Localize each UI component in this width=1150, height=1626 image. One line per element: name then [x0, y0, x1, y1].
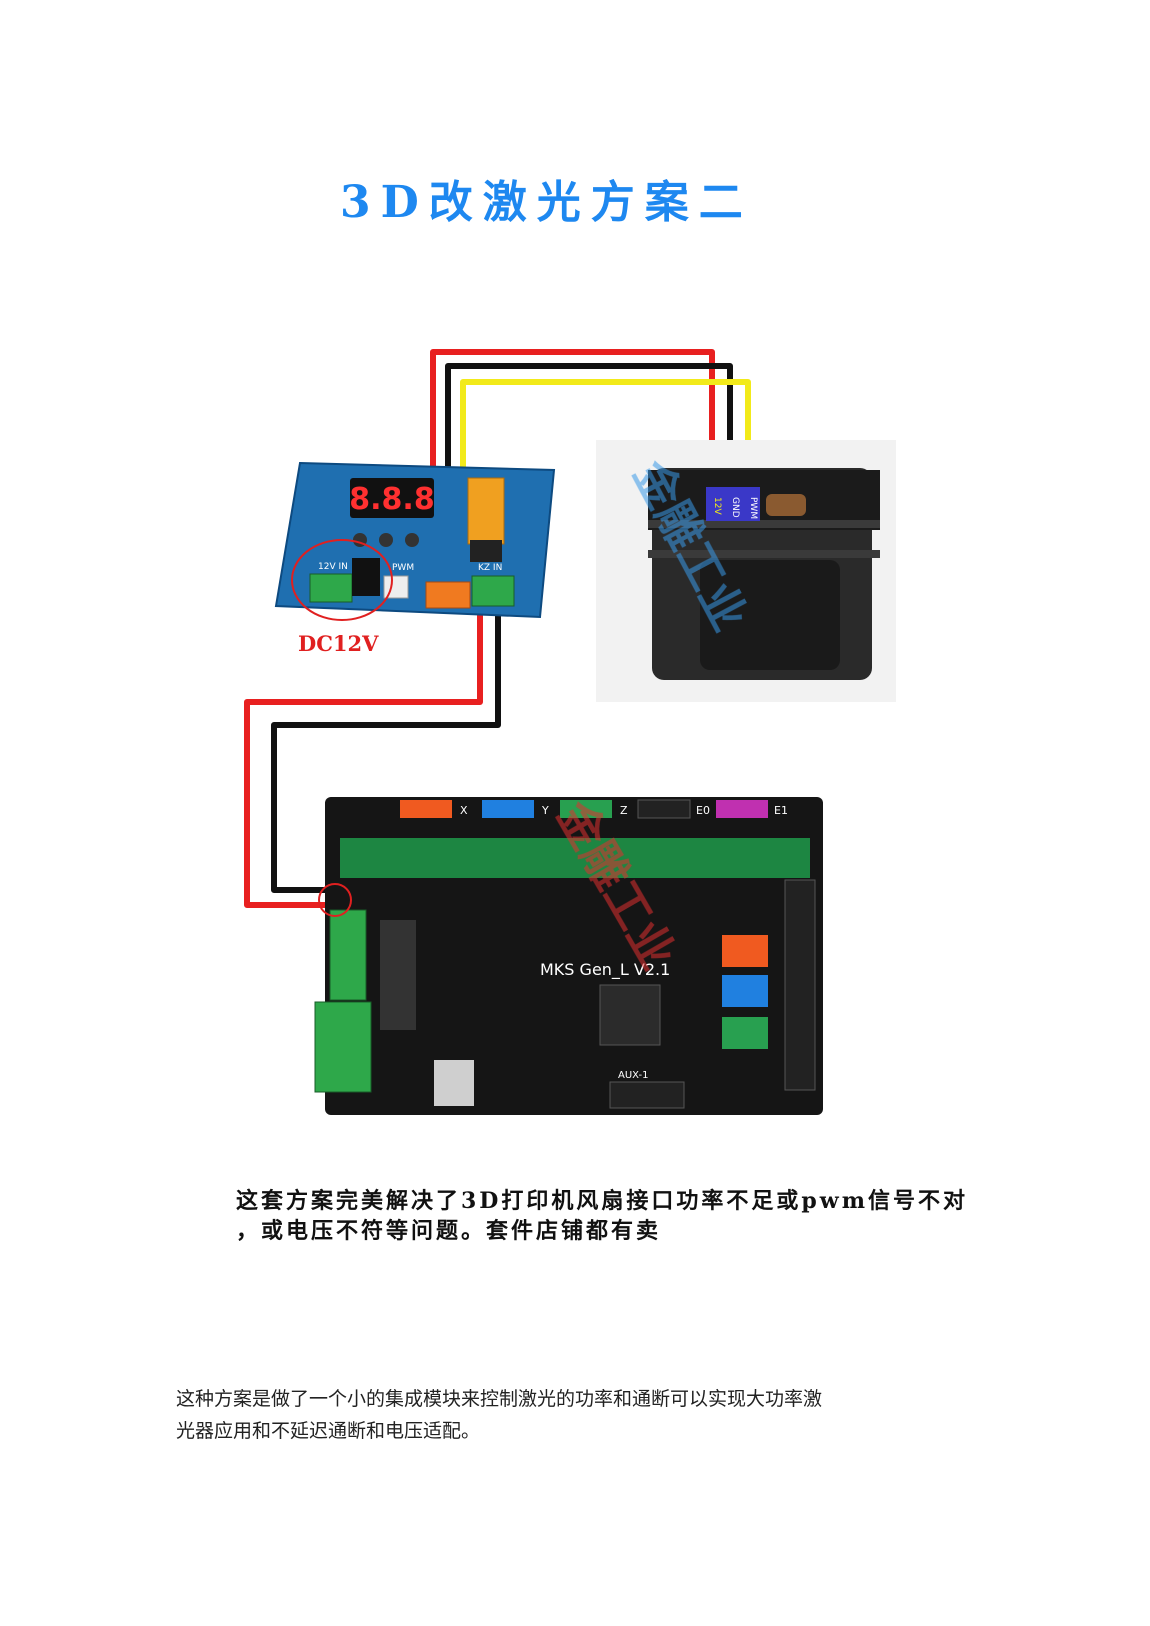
wiring-diagram: 8.8.8 12V IN PWM KZ IN DC12V 12V GND PWM	[244, 349, 896, 1115]
dc-label: DC12V	[298, 631, 379, 656]
e1-connector	[716, 800, 768, 818]
laser-connector-12v	[706, 487, 724, 521]
page-title: 3D改激光方案二	[340, 177, 753, 228]
e0-connector	[637, 799, 691, 819]
fan-connector-highlight	[318, 883, 352, 917]
kz-terminal	[471, 575, 515, 607]
orange-connector	[425, 581, 471, 609]
terminal-block-1	[329, 909, 367, 1001]
laser-band-2	[648, 550, 880, 558]
x-connector	[400, 800, 452, 818]
seven-seg-display	[350, 478, 434, 518]
red-wire-bottom	[244, 610, 483, 908]
end-stop-orange	[722, 935, 768, 967]
pwm-label: PWM	[392, 563, 414, 573]
dc-highlight-circle	[291, 539, 393, 621]
y-connector	[482, 800, 534, 818]
laser-fan-area	[700, 560, 840, 670]
dc-jack	[352, 558, 380, 596]
relay	[467, 477, 505, 545]
aux-header	[609, 1081, 685, 1109]
laser-connector-gnd	[724, 487, 742, 521]
body-line-2: 光器应用和不延迟通断和电压适配。	[176, 1420, 481, 1442]
body-paragraph: 这种方案是做了一个小的集成模块来控制激光的功率和通断可以实现大功率激 光器应用和…	[176, 1383, 1006, 1447]
end-stop-blue	[722, 975, 768, 1007]
axis-z: Z	[620, 804, 628, 817]
aux-label: AUX-1	[618, 1070, 648, 1081]
end-stop-green	[722, 1017, 768, 1049]
caption: 这套方案完美解决了3D打印机风扇接口功率不足或pwm信号不对 ，或电压不符等问题…	[236, 1186, 968, 1246]
relay-base	[470, 540, 502, 562]
caption-line-1: 这套方案完美解决了3D打印机风扇接口功率不足或pwm信号不对	[236, 1188, 968, 1214]
axis-x: X	[460, 804, 468, 817]
control-module: 8.8.8 12V IN PWM KZ IN DC12V	[274, 461, 556, 656]
display-digits: 8.8.8	[349, 482, 434, 517]
pin-gnd-label: GND	[730, 497, 740, 518]
axis-e1: E1	[774, 804, 788, 817]
kz-label: KZ IN	[478, 563, 502, 573]
black-wire-bottom	[271, 610, 501, 893]
body-line-1: 这种方案是做了一个小的集成模块来控制激光的功率和通断可以实现大功率激	[176, 1388, 823, 1410]
caption-line-2: ，或电压不符等问题。套件店铺都有卖	[236, 1218, 662, 1244]
in-terminal	[309, 573, 353, 603]
driver-row	[340, 838, 810, 878]
mosfet-column	[380, 920, 416, 1030]
mcu-chip	[599, 984, 661, 1046]
pin-pwm-label: PWM	[748, 497, 758, 519]
wire-group-bottom	[244, 610, 501, 908]
button-3	[405, 533, 419, 547]
laser-band-1	[648, 520, 880, 528]
usb-port	[434, 1060, 474, 1106]
inductor-coil	[766, 494, 806, 516]
terminal-block-2	[314, 1001, 372, 1093]
mainboard: X Y Z E0 E1 MKS Gen_L V2.1 AUX-1	[314, 797, 823, 1115]
exp-header	[784, 879, 816, 1091]
laser-module: 12V GND PWM	[596, 440, 896, 702]
laser-connector-pwm	[742, 487, 760, 521]
z-connector	[560, 800, 612, 818]
board-name: MKS Gen_L V2.1	[540, 960, 670, 980]
axis-y: Y	[541, 804, 549, 817]
in-label: 12V IN	[318, 562, 348, 572]
axis-e0: E0	[696, 804, 710, 817]
button-2	[379, 533, 393, 547]
pin-12v-label: 12V	[712, 497, 722, 515]
